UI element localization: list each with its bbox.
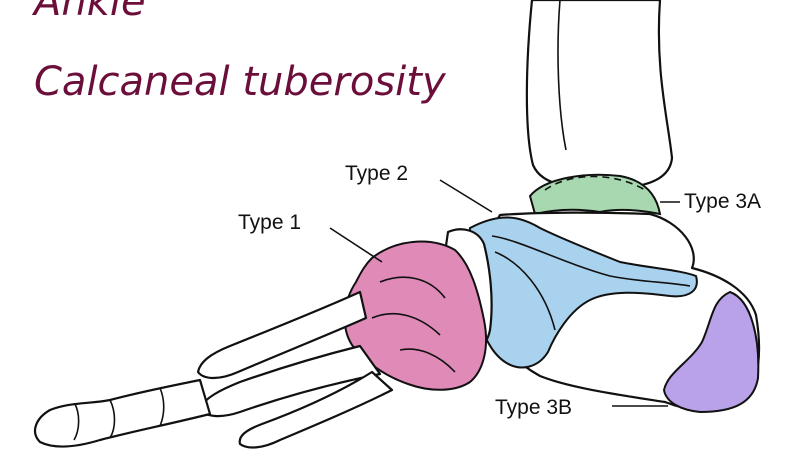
type1-leader-line	[330, 228, 382, 262]
type2-leader-line	[440, 180, 492, 212]
type3a-label: Type 3A	[684, 190, 761, 213]
type2-label: Type 2	[345, 162, 408, 185]
type1-label: Type 1	[238, 211, 301, 234]
type3b-label: Type 3B	[495, 396, 572, 419]
tibia-bone	[527, 0, 672, 188]
phalanges	[35, 380, 210, 446]
